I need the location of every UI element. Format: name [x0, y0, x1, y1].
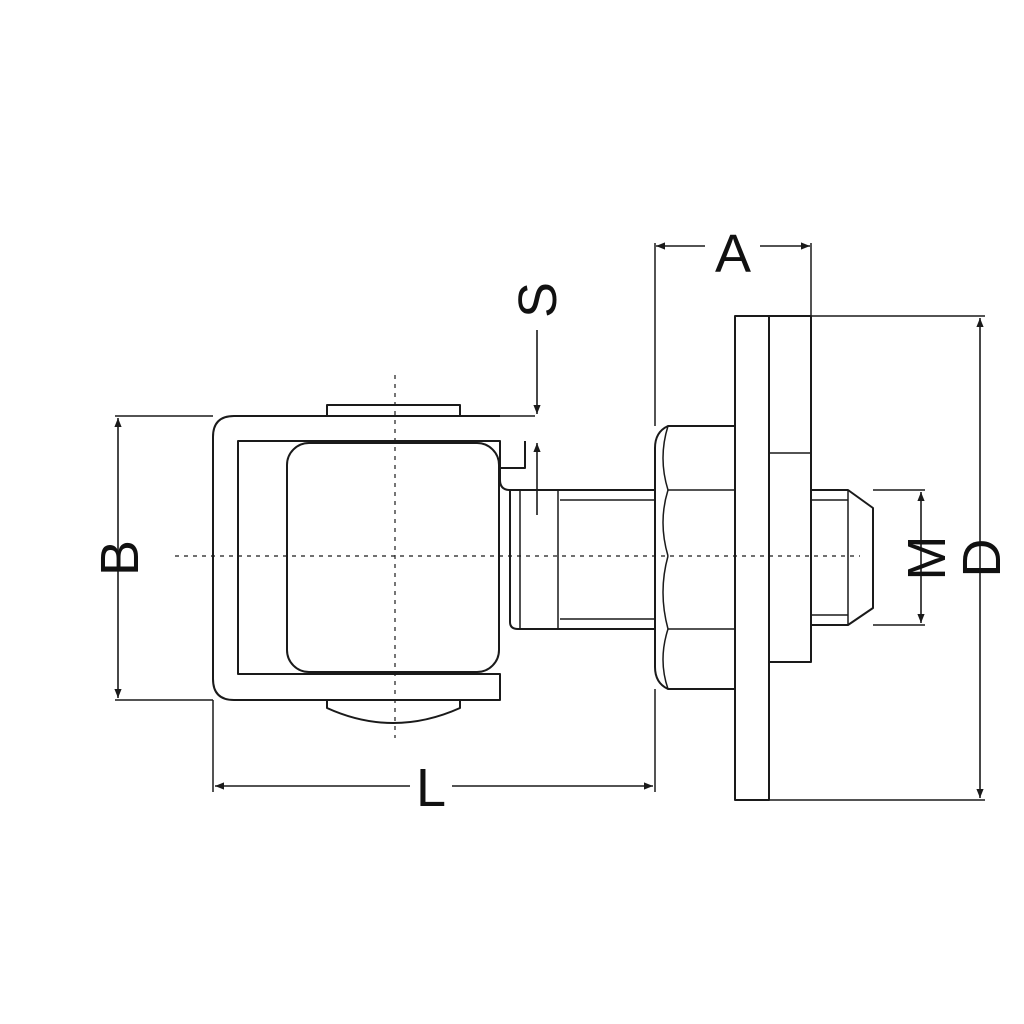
- label-b: B: [90, 540, 150, 576]
- extension-lines: [115, 243, 985, 801]
- pin-top-cap: [326, 404, 461, 417]
- label-l: L: [416, 758, 446, 818]
- hinge-bracket: [212, 415, 655, 701]
- label-m: M: [897, 536, 957, 581]
- pin-bottom-cap: [326, 700, 461, 724]
- bolt-end-outline: [811, 489, 874, 626]
- bolt-end: [811, 489, 874, 626]
- plate-outline: [734, 315, 770, 801]
- nut-chamfer-bottom: [662, 555, 669, 690]
- plate-boss: [768, 315, 812, 663]
- nut-chamfer-top: [662, 425, 669, 557]
- roller: [286, 442, 500, 673]
- bracket-neck: [499, 468, 655, 630]
- label-d: D: [952, 539, 1012, 578]
- dimension-labels: A S B M D L: [90, 224, 1012, 818]
- label-a: A: [715, 224, 751, 284]
- dimension-lines: [114, 242, 984, 798]
- pin-caps: [326, 404, 461, 724]
- center-lines: [175, 375, 860, 738]
- threaded-shank: [555, 489, 655, 630]
- mounting-plate: [734, 315, 812, 801]
- bracket-outer: [212, 415, 526, 701]
- label-s: S: [508, 282, 568, 318]
- hex-nut: [654, 425, 736, 690]
